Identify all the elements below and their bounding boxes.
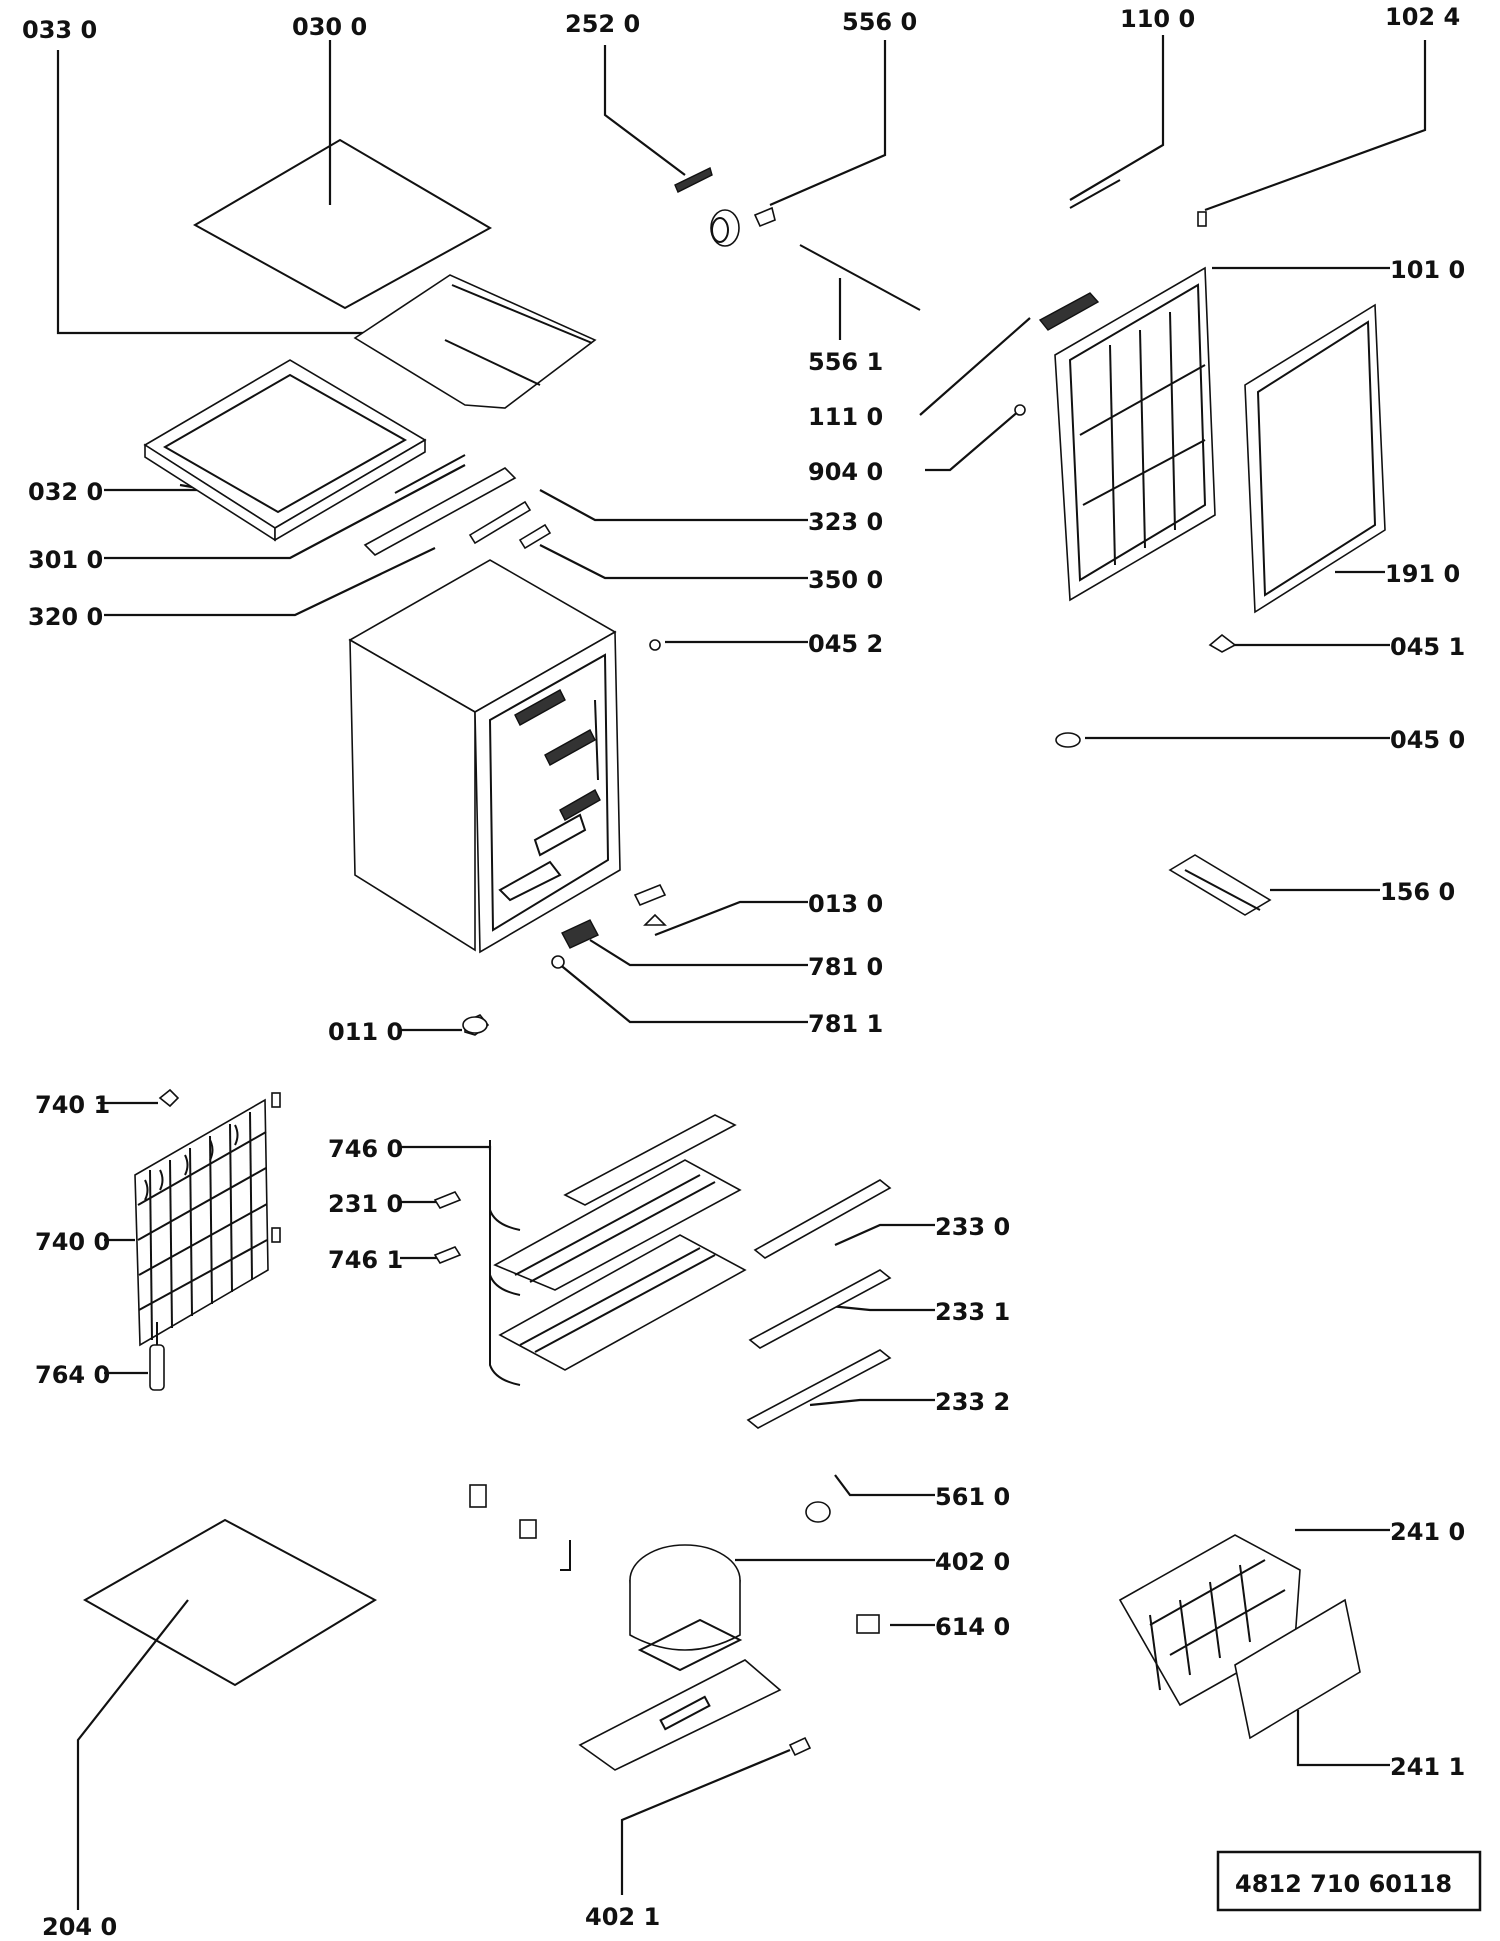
label-033-0: 033 0 bbox=[22, 16, 97, 44]
front-strips-shape bbox=[363, 454, 552, 556]
label-350-0: 350 0 bbox=[808, 566, 883, 594]
label-241-0: 241 0 bbox=[1390, 1518, 1465, 1546]
door-gasket-shape bbox=[1244, 303, 1386, 614]
compressor-shape bbox=[469, 1484, 743, 1672]
label-781-0: 781 0 bbox=[808, 953, 883, 981]
part-labels: 033 0 030 0 252 0 556 0 110 0 102 4 101 … bbox=[22, 3, 1465, 1941]
label-740-0: 740 0 bbox=[35, 1228, 110, 1256]
label-204-0: 204 0 bbox=[42, 1913, 117, 1941]
label-556-0: 556 0 bbox=[842, 8, 917, 36]
shelf-rails-shape bbox=[746, 1179, 892, 1429]
label-904-0: 904 0 bbox=[808, 458, 883, 486]
worktop-sheet-shape bbox=[192, 138, 493, 310]
label-156-0: 156 0 bbox=[1380, 878, 1455, 906]
label-101-0: 101 0 bbox=[1390, 256, 1465, 284]
label-231-0: 231 0 bbox=[328, 1190, 403, 1218]
label-045-0: 045 0 bbox=[1390, 726, 1465, 754]
label-233-2: 233 2 bbox=[935, 1388, 1010, 1416]
label-323-0: 323 0 bbox=[808, 508, 883, 536]
label-301-0: 301 0 bbox=[28, 546, 103, 574]
leader-lines bbox=[56, 35, 1427, 1910]
condenser-shape bbox=[134, 1092, 281, 1347]
label-764-0: 764 0 bbox=[35, 1361, 110, 1389]
label-011-0: 011 0 bbox=[328, 1018, 403, 1046]
label-110-0: 110 0 bbox=[1120, 5, 1195, 33]
overload-protector-shape bbox=[856, 1614, 880, 1634]
ice-tray-shape bbox=[1168, 854, 1272, 916]
label-781-1: 781 1 bbox=[808, 1010, 883, 1038]
label-233-1: 233 1 bbox=[935, 1298, 1010, 1326]
document-code: 4812 710 60118 bbox=[1235, 1870, 1452, 1898]
label-111-0: 111 0 bbox=[808, 403, 883, 431]
label-252-0: 252 0 bbox=[565, 10, 640, 38]
basket-flap-shape bbox=[1234, 1598, 1361, 1740]
label-030-0: 030 0 bbox=[292, 13, 367, 41]
door-shape bbox=[1054, 266, 1216, 602]
back-sheet-shape bbox=[82, 1518, 378, 1687]
document-code-box: 4812 710 60118 bbox=[1216, 1850, 1482, 1912]
tray-frame-shape bbox=[143, 359, 427, 542]
label-740-1: 740 1 bbox=[35, 1091, 110, 1119]
label-032-0: 032 0 bbox=[28, 478, 103, 506]
cabinet-body-shape bbox=[348, 559, 621, 954]
evaporator-shape bbox=[433, 1114, 747, 1386]
label-556-1: 556 1 bbox=[808, 348, 883, 376]
label-241-1: 241 1 bbox=[1390, 1753, 1465, 1781]
label-614-0: 614 0 bbox=[935, 1613, 1010, 1641]
drier-shape bbox=[149, 1322, 165, 1391]
label-746-0: 746 0 bbox=[328, 1135, 403, 1163]
relay-shape bbox=[805, 1501, 831, 1523]
label-191-0: 191 0 bbox=[1385, 560, 1460, 588]
label-045-1: 045 1 bbox=[1390, 633, 1465, 661]
label-233-0: 233 0 bbox=[935, 1213, 1010, 1241]
label-402-0: 402 0 bbox=[935, 1548, 1010, 1576]
label-013-0: 013 0 bbox=[808, 890, 883, 918]
label-561-0: 561 0 bbox=[935, 1483, 1010, 1511]
mounting-plate-shape bbox=[578, 1659, 812, 1771]
label-746-1: 746 1 bbox=[328, 1246, 403, 1274]
label-320-0: 320 0 bbox=[28, 603, 103, 631]
label-102-4: 102 4 bbox=[1385, 3, 1460, 31]
worktop-panel-shape bbox=[353, 274, 597, 409]
foot-shape bbox=[462, 1016, 488, 1034]
label-045-2: 045 2 bbox=[808, 630, 883, 658]
label-402-1: 402 1 bbox=[585, 1903, 660, 1931]
